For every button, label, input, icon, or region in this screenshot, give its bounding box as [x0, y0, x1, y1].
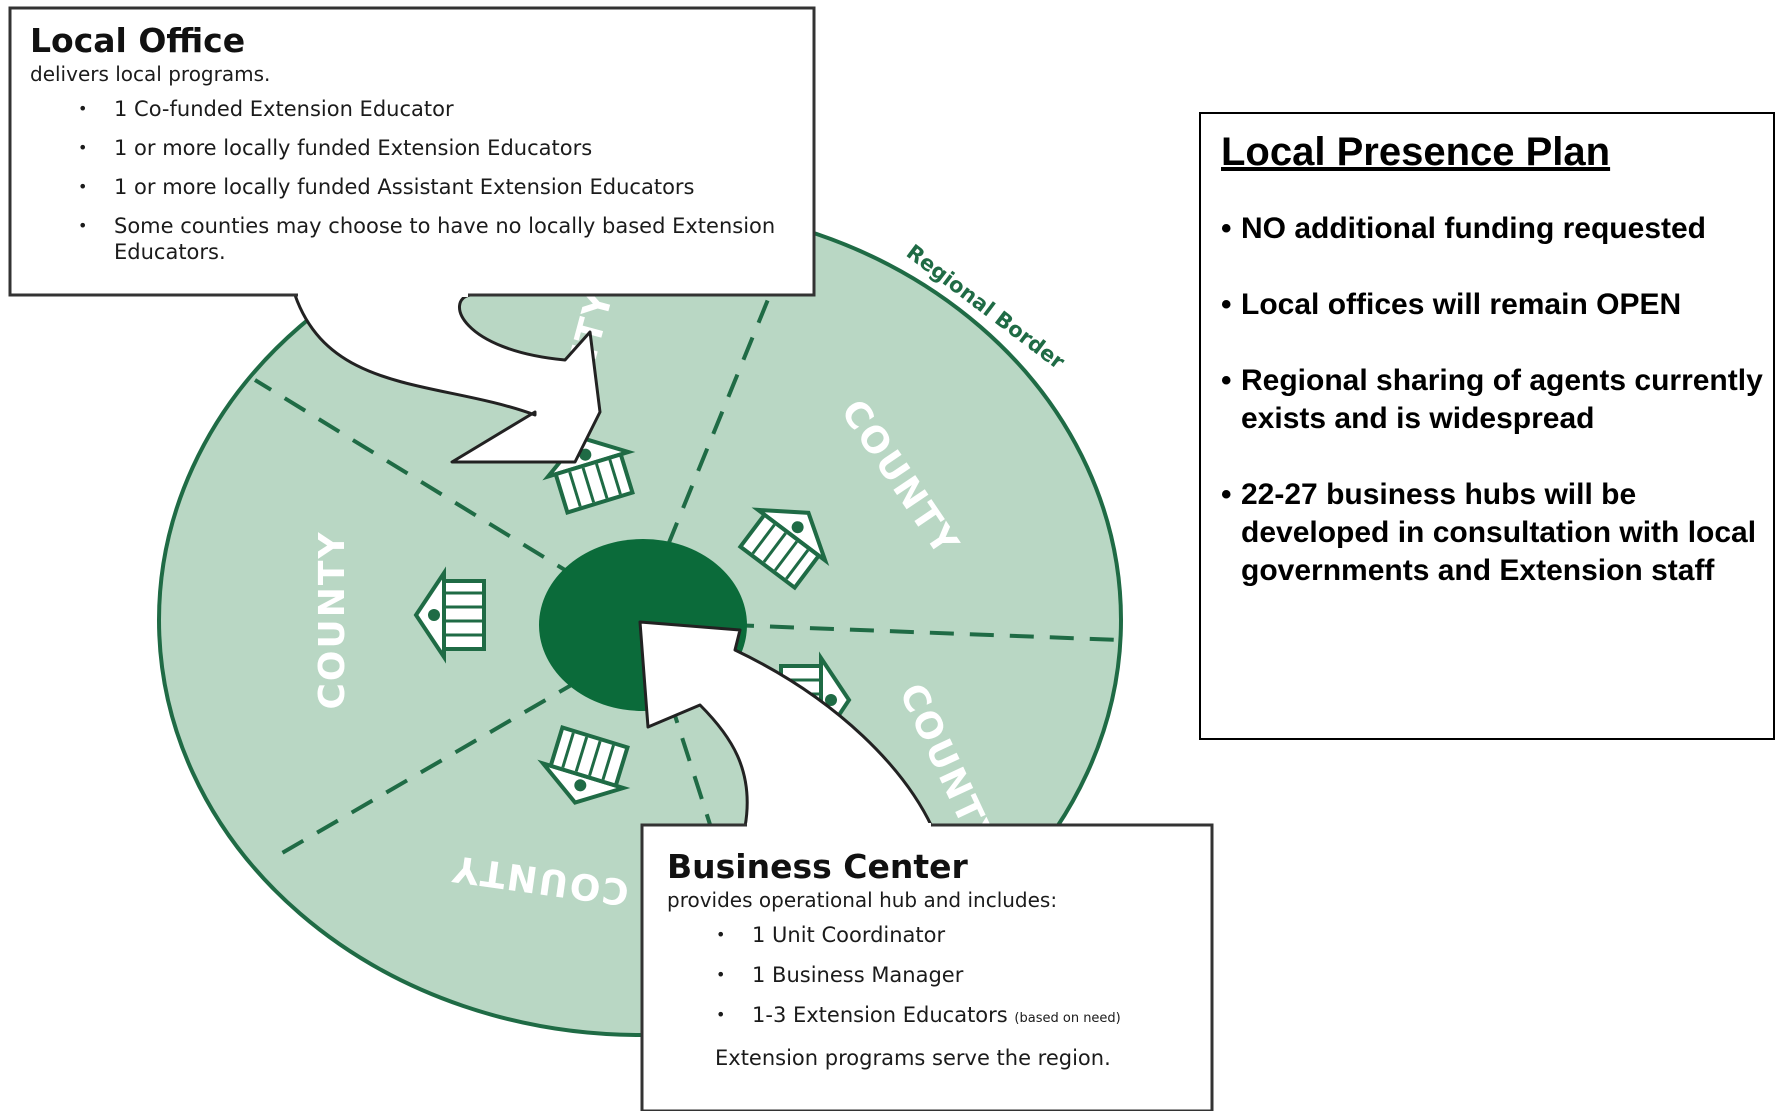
local-presence-plan-box: Local Presence Plan NO additional fundin…	[1199, 112, 1775, 740]
list-item: 1-3 Extension Educators (based on need)	[716, 1002, 1207, 1032]
business-center-subtitle: provides operational hub and includes:	[667, 887, 1058, 912]
business-center-list: 1 Unit Coordinator 1 Business Manager 1-…	[716, 922, 1207, 1032]
callout-arrow-icon	[293, 293, 602, 464]
county-label-left: COUNTY	[312, 530, 353, 709]
county-dividers	[253, 269, 1121, 862]
list-item-text: 1-3 Extension Educators	[752, 1002, 1008, 1027]
list-item: 1 or more locally funded Assistant Exten…	[78, 174, 820, 200]
plan-list: NO additional funding requested Local of…	[1221, 210, 1763, 590]
plan-title: Local Presence Plan	[1221, 130, 1611, 174]
list-item: NO additional funding requested	[1221, 210, 1763, 248]
business-center-title: Business Center	[667, 847, 968, 886]
callout-arrow-icon	[638, 620, 934, 829]
local-office-subtitle: delivers local programs.	[30, 61, 271, 86]
list-item: Regional sharing of agents currently exi…	[1221, 362, 1763, 438]
list-item: 1 Co-funded Extension Educator	[78, 96, 820, 122]
list-item-note: (based on need)	[1014, 1010, 1121, 1026]
local-office-callout: Local Office delivers local programs. 1 …	[30, 22, 820, 278]
business-center-footer: Extension programs serve the region.	[715, 1045, 1111, 1070]
business-center-callout: Business Center provides operational hub…	[667, 848, 1207, 1070]
local-office-list: 1 Co-funded Extension Educator 1 or more…	[78, 96, 820, 265]
svg-text:COUNTY: COUNTY	[312, 530, 353, 709]
local-office-title: Local Office	[30, 21, 246, 60]
list-item: 22-27 business hubs will be developed in…	[1221, 476, 1763, 590]
list-item: 1 or more locally funded Extension Educa…	[78, 135, 820, 161]
list-item: Local offices will remain OPEN	[1221, 286, 1763, 324]
list-item: Some counties may choose to have no loca…	[78, 213, 820, 265]
list-item: 1 Business Manager	[716, 962, 1207, 988]
list-item: 1 Unit Coordinator	[716, 922, 1207, 948]
